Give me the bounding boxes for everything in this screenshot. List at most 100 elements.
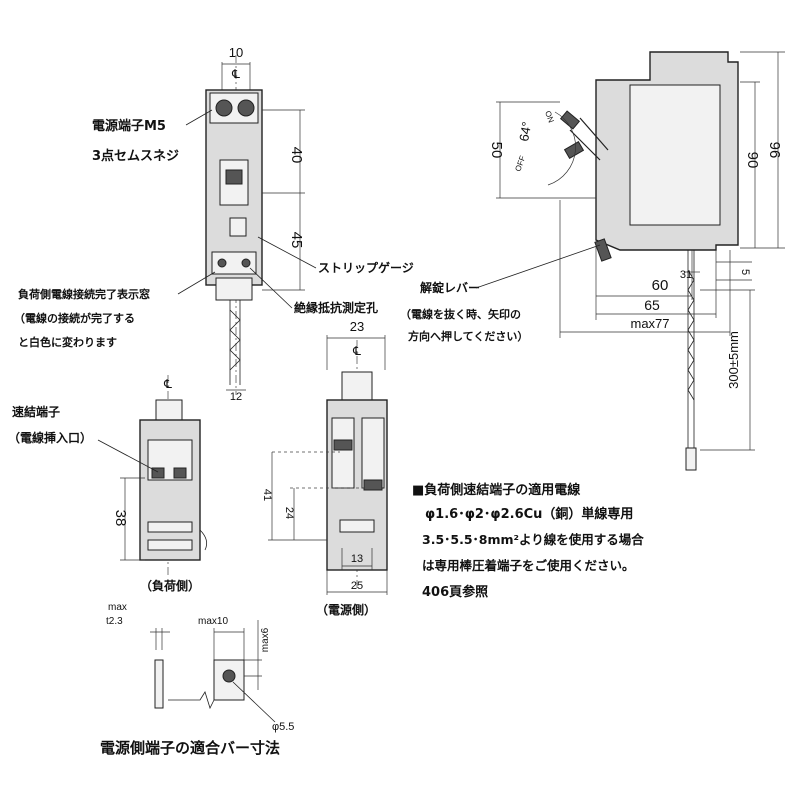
bar-t-value: t2.3	[106, 616, 123, 627]
lever-on-label: ON	[543, 110, 556, 125]
front-top-value: 40	[288, 147, 305, 164]
leader-strip-gauge	[257, 236, 317, 269]
source-side-view: ℄ 23 41 24 13 25	[261, 319, 388, 595]
side-body-height-value: 90	[744, 152, 761, 169]
side-wire	[687, 250, 695, 460]
load-side-view: ℄ 38	[112, 375, 208, 575]
source-h41-value: 41	[261, 489, 273, 501]
front-base	[215, 277, 253, 301]
side-lever	[569, 117, 609, 161]
load-slot-1	[147, 521, 193, 533]
label-load-indicator-3: と白色に変わります	[18, 335, 117, 349]
side-lever-tip-on	[559, 110, 581, 130]
side-overall-height-value: 96	[766, 142, 783, 159]
load-slot-2	[147, 539, 193, 551]
bar-hole	[222, 669, 236, 683]
bar-w-value: max10	[198, 616, 228, 627]
bar-side-profile	[154, 659, 164, 709]
front-cl-symbol: ℄	[231, 67, 240, 81]
label-load-side: （負荷側）	[140, 578, 200, 593]
side-panel	[629, 84, 721, 226]
bar-h-value: max6	[260, 627, 271, 652]
bar-title: 電源側端子の適合バー寸法	[100, 739, 280, 757]
source-h24-value: 24	[283, 507, 295, 519]
side-lever-tip-off	[563, 140, 585, 160]
bar-t-max-label: max	[108, 602, 127, 613]
note-line3: は専用棒圧着端子をご使用ください。	[422, 558, 635, 573]
side-depth-65-value: 65	[644, 297, 660, 313]
label-load-indicator-2: （電線の接続が完了する	[14, 311, 135, 325]
side-small-31-value: 31	[680, 269, 692, 281]
note-line4: 406頁参照	[422, 584, 488, 600]
bar-detail: max t2.3 max10 max6 φ5.5	[106, 602, 294, 733]
label-source-side: （電源側）	[316, 602, 376, 617]
label-quick-terminal-2: （電線挿入口）	[8, 430, 92, 445]
label-insulation-hole: 絶縁抵抗測定孔	[294, 300, 378, 315]
side-wire-end	[685, 447, 697, 471]
load-cl-symbol: ℄	[163, 377, 172, 391]
leader-quick-terminal	[97, 439, 159, 473]
release-lever-label: 解錠レバー （電線を抜く時、矢印の 方向へ押してください）	[400, 244, 601, 343]
load-terminal-right	[173, 467, 187, 479]
wire-note: ■負荷側速結端子の適用電線 φ1.6･φ2･φ2.6Cu（銅）単線専用 3.5･…	[412, 482, 644, 600]
side-depth-77-value: max77	[630, 316, 669, 331]
front-load-terminal	[211, 251, 257, 275]
source-w25-value: 25	[351, 580, 363, 592]
source-w13-value: 13	[351, 553, 363, 565]
bar-hole-leader	[232, 681, 276, 723]
load-wire	[199, 529, 208, 551]
front-labels: 電源端子M5 3点セムスネジ ストリップゲージ 絶縁抵抗測定孔 負荷側電線接続完…	[14, 109, 414, 349]
label-power-terminal: 電源端子M5	[92, 118, 166, 134]
source-terminal-right	[361, 417, 385, 489]
leader-power-terminal	[185, 109, 213, 126]
terminal-screw-left	[215, 99, 233, 117]
side-wire-twist	[687, 269, 695, 401]
release-lever	[594, 238, 612, 262]
leader-release-lever	[475, 244, 601, 289]
load-terminal-left	[151, 467, 165, 479]
bar-hole-value: φ5.5	[272, 721, 294, 733]
wire-length-value: 300±5mm	[726, 331, 741, 389]
bar-break	[168, 691, 215, 710]
leader-load-indicator	[177, 271, 216, 295]
side-lever-height-value: 50	[488, 142, 505, 159]
front-wire-twist	[229, 309, 241, 371]
source-screw-right	[363, 479, 383, 491]
side-view: ON OFF 64° 96 90 50 60 65 max77	[488, 51, 785, 471]
label-load-indicator-1: 負荷側電線接続完了表示窓	[18, 287, 150, 301]
note-line2: 3.5･5.5･8mm²より線を使用する場合	[422, 532, 644, 547]
note-title: ■負荷側速結端子の適用電線	[412, 482, 581, 498]
label-release-lever-2: （電線を抜く時、矢印の	[400, 307, 521, 321]
source-top	[341, 371, 373, 403]
lever-off-label: OFF	[513, 154, 527, 172]
front-wire	[229, 300, 241, 385]
label-release-lever: 解錠レバー	[420, 280, 480, 295]
source-slot	[339, 519, 375, 533]
side-depth-60-value: 60	[652, 277, 669, 294]
label-sems-screw: 3点セムスネジ	[92, 148, 179, 164]
front-bottom-value: 45	[288, 232, 305, 249]
load-height-value: 38	[112, 510, 129, 527]
front-width-value: 10	[229, 45, 243, 60]
source-cl-symbol: ℄	[352, 344, 361, 358]
front-switch-handle	[225, 169, 243, 185]
front-base-value: 12	[230, 391, 242, 403]
source-screw-left	[333, 439, 353, 451]
lever-arc	[547, 111, 576, 186]
label-strip-gauge: ストリップゲージ	[318, 260, 414, 275]
note-line1: φ1.6･φ2･φ2.6Cu（銅）単線専用	[425, 506, 633, 522]
load-hole-left	[217, 258, 227, 268]
source-terminal-left	[331, 417, 355, 489]
side-small-5-value: 5	[739, 269, 751, 275]
load-hole-right	[241, 258, 251, 268]
source-width-top-value: 23	[350, 319, 364, 334]
terminal-screw-right	[237, 99, 255, 117]
front-window	[229, 217, 247, 237]
lever-angle-value: 64°	[516, 121, 534, 143]
label-quick-terminal: 速結端子	[12, 404, 60, 419]
leader-insulation-hole	[249, 267, 293, 309]
label-release-lever-3: 方向へ押してください）	[408, 329, 528, 343]
front-view: ℄ 10 12 40 45	[205, 45, 305, 403]
